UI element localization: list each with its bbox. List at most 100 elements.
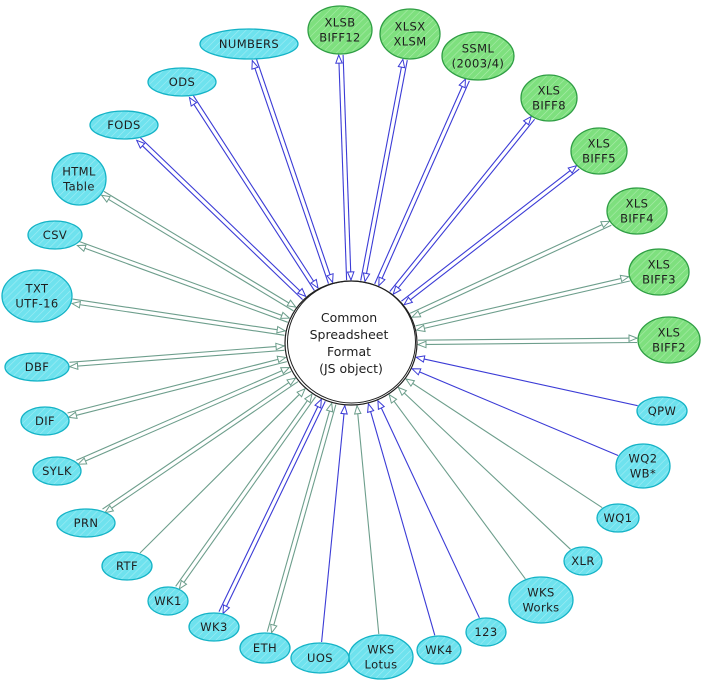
node-ellipse: [520, 74, 578, 122]
node-label-line: TXT: [25, 282, 50, 296]
node-label: WQ1: [604, 511, 633, 525]
node-label-line: WK3: [200, 620, 227, 634]
edge-line-out: [104, 381, 299, 514]
arrowhead-out: [567, 164, 578, 174]
edge-line-in: [377, 400, 480, 619]
arrowhead-out: [70, 300, 82, 309]
arrowhead-out: [251, 59, 259, 70]
node-label: ODS: [169, 75, 195, 89]
edge-line-out: [71, 302, 285, 336]
edge-biff4: [409, 220, 612, 318]
node-ellipse: [441, 31, 515, 81]
arrowhead-in: [378, 276, 386, 287]
edge-line-in: [367, 403, 436, 636]
node-label-line: BIFF3: [642, 273, 676, 287]
node-ellipse: [416, 635, 462, 665]
node-label: XLR: [571, 554, 594, 568]
edge-line-out: [374, 78, 466, 285]
edge-line-in: [398, 387, 571, 550]
arrowhead-out: [188, 96, 198, 107]
node-label-line: (2003/4): [452, 57, 505, 71]
edge-biff5: [401, 164, 580, 306]
edge-xlsx: [360, 57, 408, 283]
edge-line-in: [364, 59, 408, 282]
node-label-line: XLSM: [393, 35, 426, 49]
node-ellipse: [637, 316, 701, 364]
node-label-line: QPW: [648, 404, 677, 418]
node-label-line: RTF: [116, 559, 138, 573]
edge-line-in: [102, 377, 296, 510]
edge-biff8: [389, 115, 536, 296]
edge-line-in: [342, 54, 352, 281]
node-xlr: XLR: [563, 546, 603, 576]
edge-line-in: [175, 393, 313, 587]
edge-wks_works: [388, 393, 526, 580]
edge-n123: [377, 399, 480, 619]
arrowhead-in: [276, 355, 288, 364]
node-label-line: UTF-16: [15, 297, 58, 311]
edge-line-in: [416, 356, 638, 407]
node-label-line: CSV: [43, 228, 67, 242]
edge-wq1: [404, 378, 603, 509]
edge-line-in: [405, 378, 603, 509]
edge-numbers: [251, 59, 334, 284]
node-label: SYLK: [42, 464, 72, 478]
node-label-line: XLS: [626, 197, 649, 211]
node-label: WK1: [154, 594, 181, 608]
arrowhead-out: [103, 504, 115, 514]
node-label-line: SSML: [462, 42, 495, 56]
node-ellipse: [89, 110, 159, 140]
node-label-line: DBF: [25, 360, 50, 374]
arrowhead-out: [76, 457, 88, 465]
node-label: DBF: [25, 360, 50, 374]
node-label-line: BIFF2: [652, 341, 686, 355]
edge-line-in: [321, 405, 346, 643]
node-ellipse: [465, 617, 507, 647]
edge-line-in: [416, 280, 630, 331]
node-ellipse: [596, 503, 640, 533]
edge-biff3: [415, 274, 631, 333]
edge-line-out: [409, 220, 610, 314]
node-csv: CSV: [27, 220, 83, 250]
arrowhead-in: [410, 310, 422, 318]
edge-html: [100, 190, 297, 312]
edge-wq2: [410, 368, 619, 457]
edge-line-in: [392, 118, 536, 295]
arrowhead-out: [178, 579, 188, 591]
edge-line-in: [266, 403, 333, 632]
node-label: FODS: [107, 118, 140, 132]
node-label-line: PRN: [74, 516, 99, 530]
node-label: PRN: [74, 516, 99, 530]
arrowhead-in: [276, 325, 287, 334]
node-ellipse: [1, 269, 73, 323]
edge-line-out: [77, 370, 292, 465]
node-ssml: SSML(2003/4): [441, 31, 515, 81]
node-wk4: WK4: [416, 635, 462, 665]
edge-biff2: [416, 334, 639, 349]
node-wq1: WQ1: [596, 503, 640, 533]
node-ellipse: [239, 632, 291, 664]
node-ellipse: [27, 220, 83, 250]
node-ellipse: [20, 406, 70, 436]
node-ellipse: [508, 576, 574, 624]
node-numbers: NUMBERS: [199, 28, 299, 60]
edge-sylk: [76, 366, 292, 465]
edge-line-out: [389, 116, 532, 292]
node-label-line: XLS: [588, 137, 611, 151]
node-wk1: WK1: [147, 586, 189, 616]
node-label-line: NUMBERS: [219, 37, 279, 51]
edge-xlsb: [335, 53, 355, 282]
edge-line-in: [218, 399, 322, 612]
node-ellipse: [290, 642, 350, 674]
edge-line-out: [69, 349, 285, 368]
edge-txt: [70, 298, 287, 336]
